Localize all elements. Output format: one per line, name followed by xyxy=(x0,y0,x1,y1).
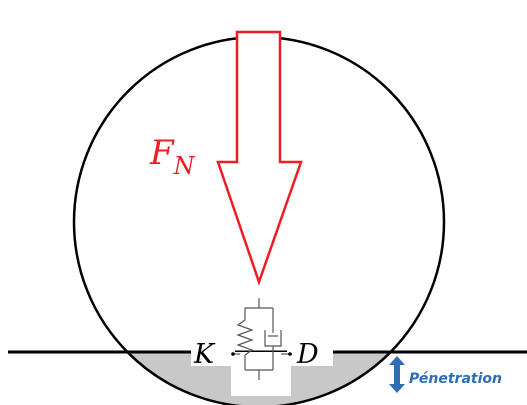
damping-label: D xyxy=(296,339,319,370)
force-subscript: N xyxy=(173,152,196,180)
stiffness-label: K xyxy=(193,339,216,370)
penetration-label: Pénetration xyxy=(409,371,502,387)
double-arrow-icon xyxy=(389,356,405,393)
spring-damper xyxy=(231,298,292,380)
down-arrow-icon xyxy=(216,30,303,286)
spring-icon xyxy=(236,308,254,370)
force-symbol: F xyxy=(149,133,175,173)
normal-force-label: FN xyxy=(149,133,196,180)
damper-icon xyxy=(264,308,282,370)
spring-damper-background xyxy=(191,336,333,396)
